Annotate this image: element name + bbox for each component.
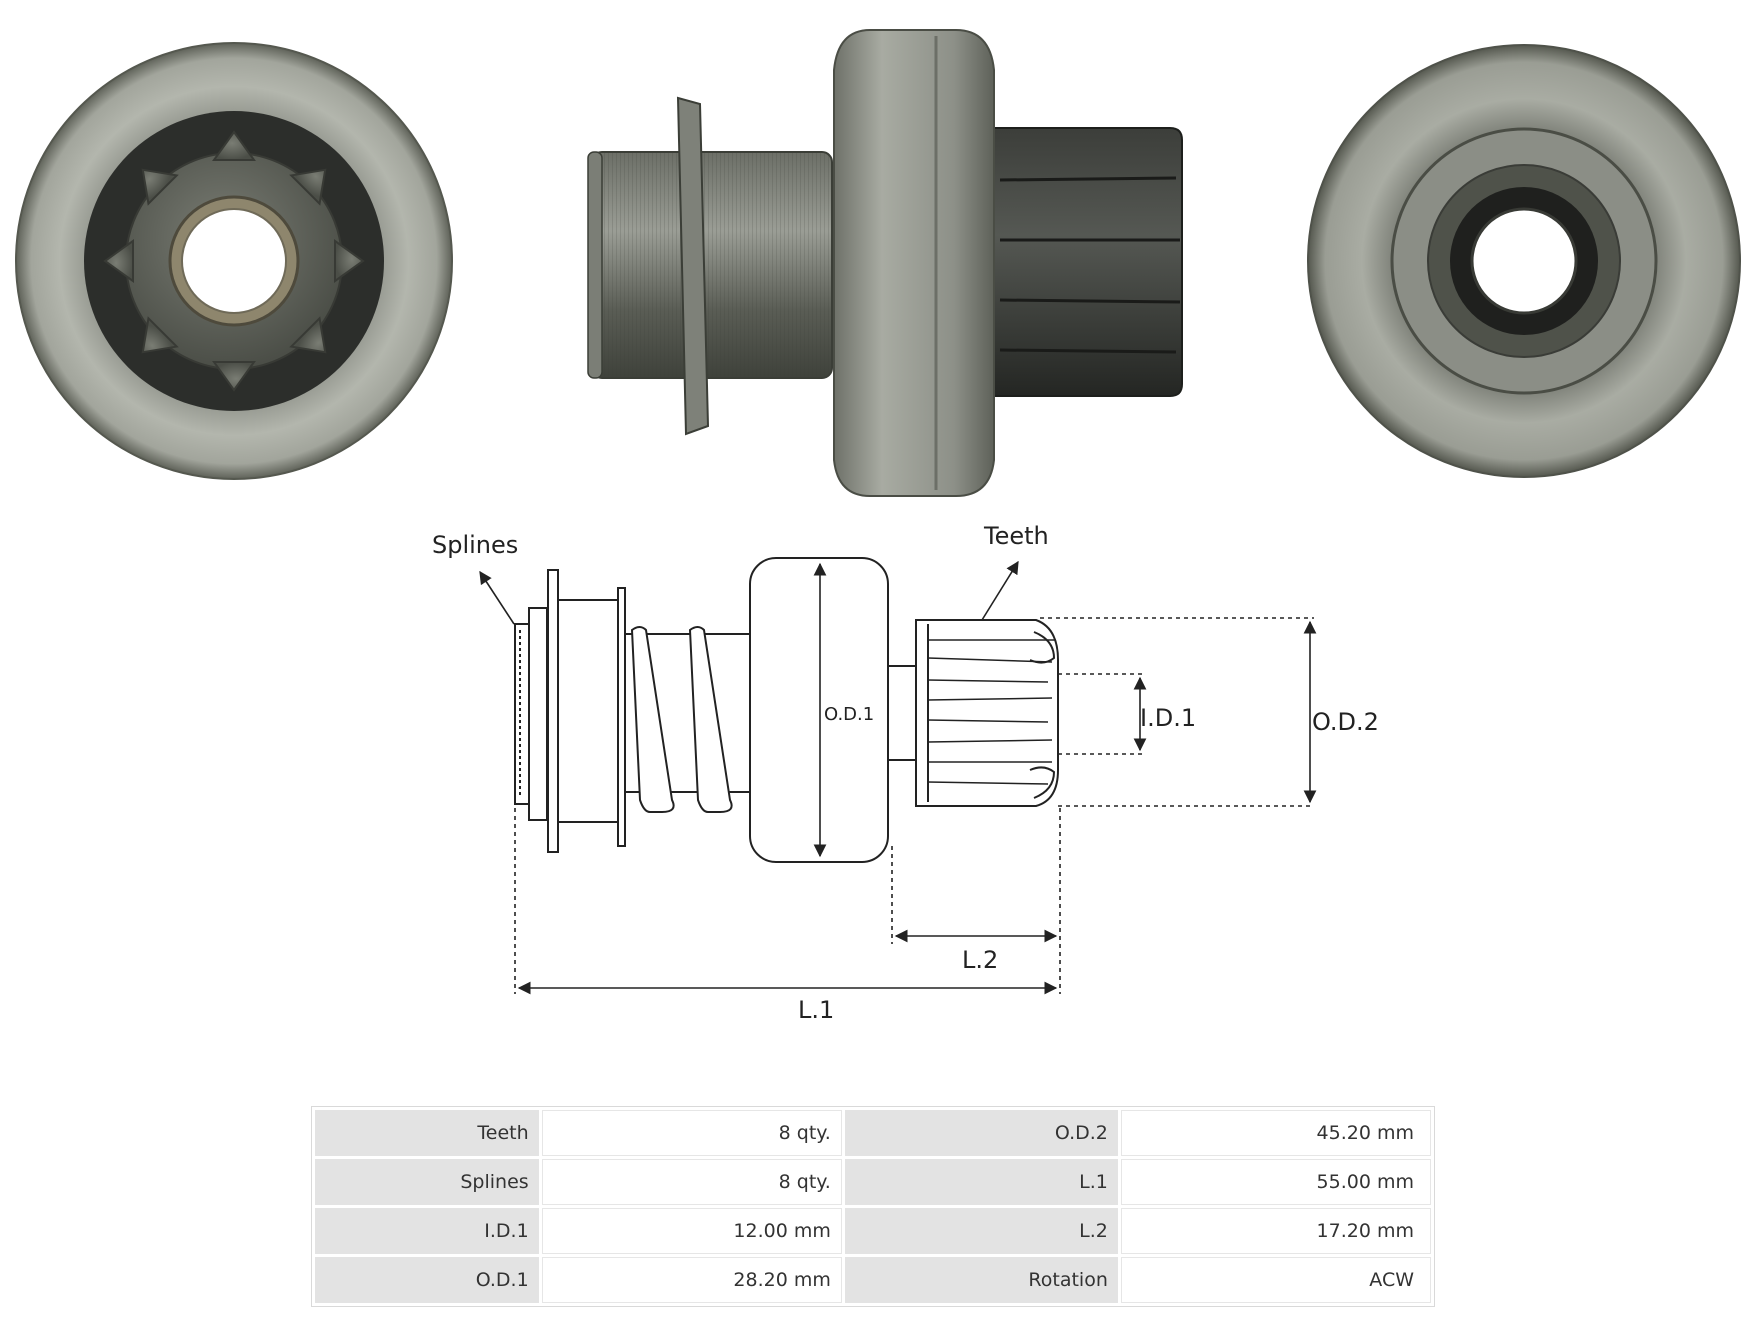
table-row: I.D.1 12.00 mm L.2 17.20 mm	[315, 1208, 1431, 1254]
spec-key: Rotation	[844, 1257, 1118, 1303]
spec-value: 8 qty.	[541, 1110, 842, 1156]
teeth-label: Teeth	[983, 522, 1049, 550]
technical-drawing	[514, 557, 1059, 863]
spec-value: 45.20 mm	[1120, 1110, 1431, 1156]
splines-label: Splines	[432, 531, 518, 559]
spec-key: O.D.1	[315, 1257, 539, 1303]
spec-key: I.D.1	[315, 1208, 539, 1254]
spec-key: L.1	[844, 1159, 1118, 1205]
spec-value: ACW	[1120, 1257, 1431, 1303]
table-row: Teeth 8 qty. O.D.2 45.20 mm	[315, 1110, 1431, 1156]
spec-value: 12.00 mm	[541, 1208, 842, 1254]
photo-side-view	[587, 29, 1183, 497]
od1-label: O.D.1	[824, 704, 874, 725]
spec-value: 17.20 mm	[1120, 1208, 1431, 1254]
l1-label: L.1	[798, 996, 834, 1024]
spec-key: O.D.2	[844, 1110, 1118, 1156]
spec-key: L.2	[844, 1208, 1118, 1254]
spec-value: 8 qty.	[541, 1159, 842, 1205]
id1-label: I.D.1	[1140, 704, 1196, 732]
spec-value: 55.00 mm	[1120, 1159, 1431, 1205]
table-row: O.D.1 28.20 mm Rotation ACW	[315, 1257, 1431, 1303]
photo-front-view	[15, 42, 453, 480]
od2-label: O.D.2	[1312, 708, 1379, 736]
spec-key: Splines	[315, 1159, 539, 1205]
splines-callout-arrow	[479, 570, 515, 625]
l2-label: L.2	[962, 946, 998, 974]
specification-table: Teeth 8 qty. O.D.2 45.20 mm Splines 8 qt…	[311, 1106, 1435, 1307]
spec-value: 28.20 mm	[541, 1257, 842, 1303]
teeth-callout-arrow	[981, 560, 1019, 621]
table-row: Splines 8 qty. L.1 55.00 mm	[315, 1159, 1431, 1205]
dimension-lines	[479, 560, 1317, 995]
spec-key: Teeth	[315, 1110, 539, 1156]
photo-rear-view	[1307, 44, 1741, 478]
